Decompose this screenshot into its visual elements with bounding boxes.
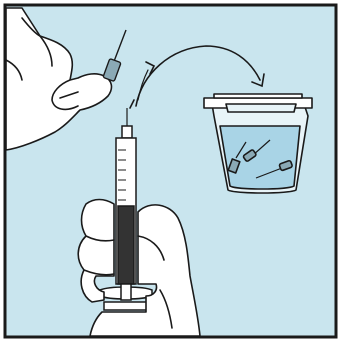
needle-disposal-illustration xyxy=(0,0,341,342)
